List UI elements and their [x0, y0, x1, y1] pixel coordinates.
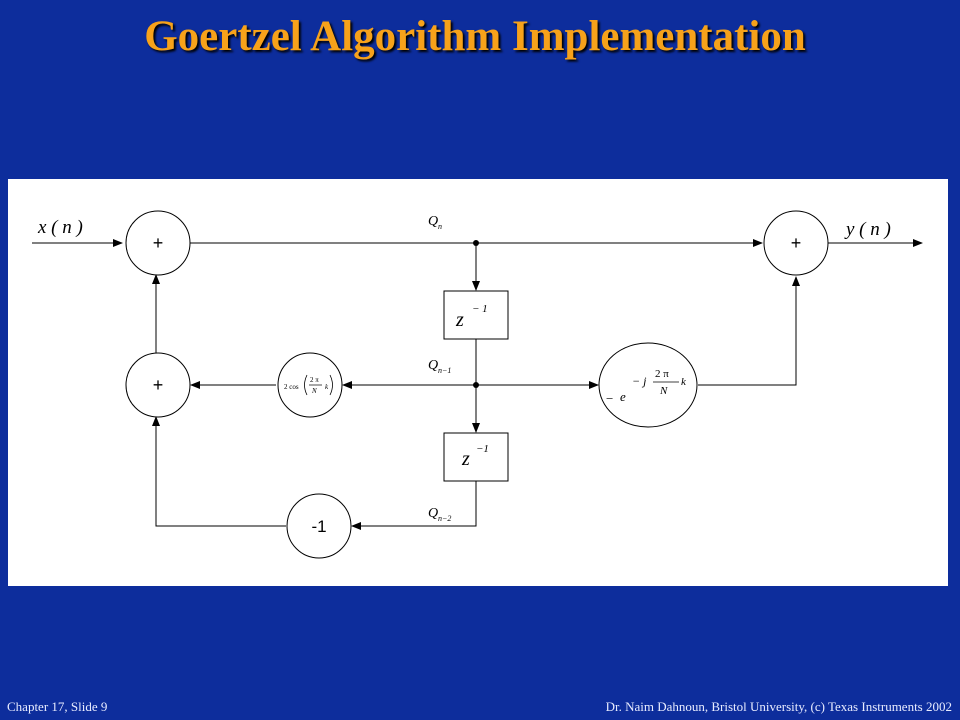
- feedback-adder: +: [125, 352, 191, 418]
- svg-text:2 π: 2 π: [310, 376, 319, 384]
- svg-text:k: k: [681, 376, 687, 388]
- output-adder-sign: +: [791, 233, 802, 253]
- svg-text:−: −: [606, 391, 613, 406]
- svg-text:N: N: [311, 387, 317, 395]
- label-q-n-minus-2: Q n−2: [428, 506, 451, 523]
- svg-text:n: n: [438, 222, 442, 231]
- input-label: x ( n ): [37, 217, 83, 238]
- svg-text:2 π: 2 π: [655, 368, 669, 380]
- output-adder: +: [763, 210, 829, 276]
- svg-text:−1: −1: [476, 443, 489, 455]
- svg-text:N: N: [659, 385, 668, 397]
- input-adder: +: [125, 210, 191, 276]
- junction-q-n1: [473, 382, 479, 388]
- slide-title: Goertzel Algorithm Implementation: [144, 13, 806, 60]
- svg-text:− j: − j: [632, 374, 647, 388]
- svg-text:n−2: n−2: [438, 514, 451, 523]
- svg-text:n−1: n−1: [438, 366, 451, 375]
- goertzel-block-diagram: x ( n ) y ( n ) + + + Q n Q n−1 Q n−2: [32, 210, 923, 559]
- minus-one-gain-node: -1: [286, 493, 352, 559]
- svg-text:− 1: − 1: [472, 303, 488, 315]
- q-n2-line: [351, 481, 477, 530]
- junction-q-n: [473, 240, 479, 246]
- label-q-n: Q n: [428, 214, 442, 231]
- svg-text:e: e: [620, 389, 626, 404]
- diagram-panel: x ( n ) y ( n ) + + + Q n Q n−1 Q n−2: [8, 179, 948, 586]
- svg-text:k: k: [325, 383, 329, 391]
- svg-text:Q: Q: [428, 506, 438, 521]
- output-label: y ( n ): [844, 219, 891, 240]
- svg-text:z: z: [455, 309, 464, 331]
- input-adder-sign: +: [153, 233, 164, 253]
- exp-to-output-line: [698, 276, 800, 386]
- svg-text:z: z: [461, 448, 470, 470]
- svg-text:2 cos: 2 cos: [284, 383, 299, 391]
- delay-block-1: z − 1: [443, 290, 509, 340]
- feedback-adder-sign: +: [153, 375, 164, 395]
- minus-one-to-adder-line: [152, 416, 286, 527]
- svg-text:Q: Q: [428, 358, 438, 373]
- exp-gain-node: − e − j 2 π N k: [598, 342, 698, 428]
- label-q-n-minus-1: Q n−1: [428, 358, 451, 375]
- delay-block-2: z −1: [443, 432, 509, 482]
- footer-credits: Dr. Naim Dahnoun, Bristol University, (c…: [605, 699, 952, 714]
- minus-one-label: -1: [311, 517, 326, 536]
- cos-gain-node: 2 cos 2 π N k: [277, 352, 343, 418]
- svg-text:Q: Q: [428, 214, 438, 229]
- footer-chapter-slide: Chapter 17, Slide 9: [7, 699, 108, 714]
